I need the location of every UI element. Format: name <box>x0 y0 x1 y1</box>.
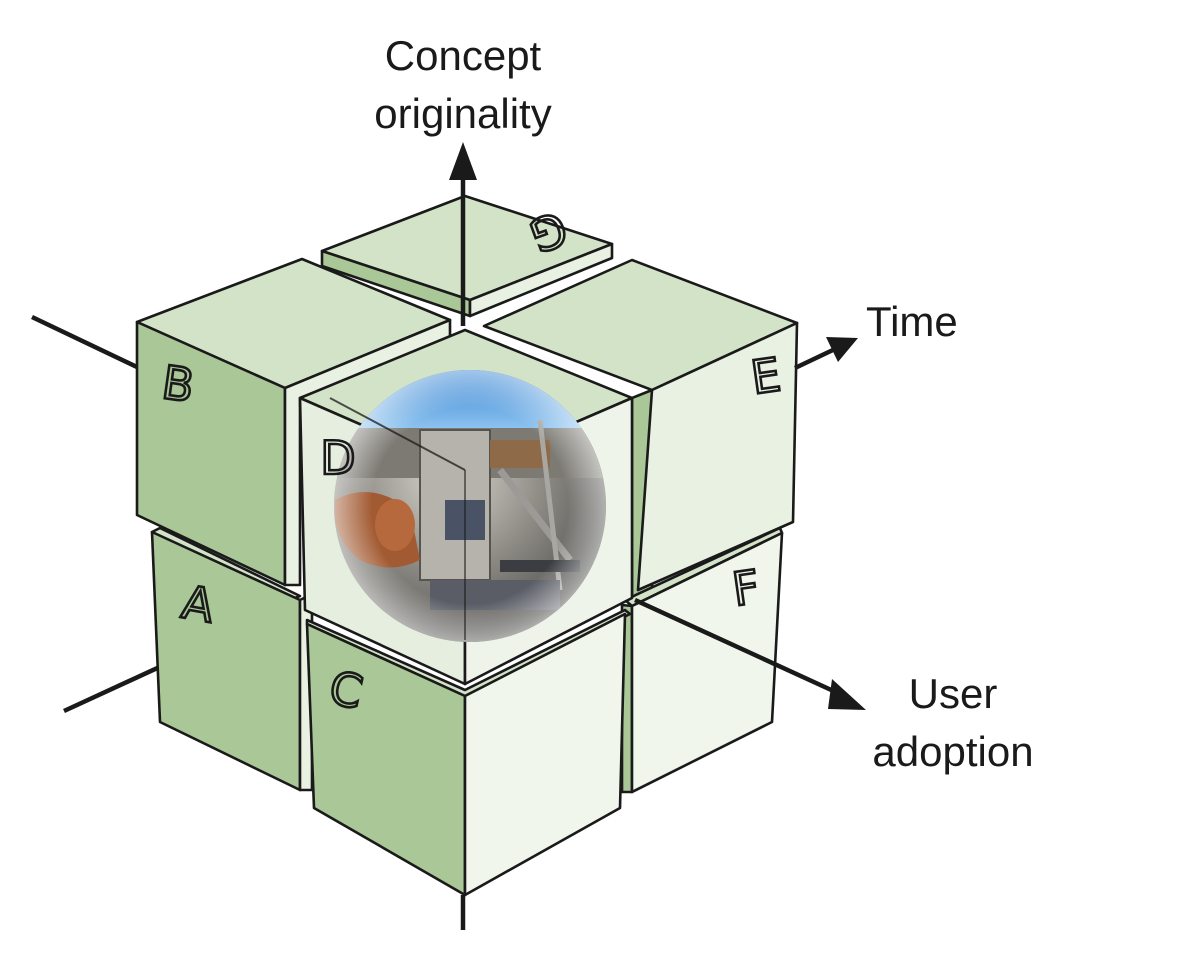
axis-vertical-label-line1: Concept <box>385 32 542 79</box>
cube-e <box>482 258 799 600</box>
cube-c <box>305 608 632 897</box>
axis-time <box>794 346 836 371</box>
robotic-milking-sphere <box>329 370 606 642</box>
axis-user-label-line2: adoption <box>872 728 1033 775</box>
axis-time-label: Time <box>866 298 958 345</box>
axis-time-arrowhead <box>826 337 858 362</box>
cube-f <box>620 526 784 794</box>
cube-a <box>150 526 314 792</box>
axis-vertical-label-line2: originality <box>374 90 551 137</box>
axis-user-arrowhead <box>828 679 866 710</box>
cube-label-d: D <box>320 431 355 485</box>
cube-g <box>320 194 614 318</box>
axis-user-label-line1: User <box>909 670 998 717</box>
axis-vertical-arrowhead <box>449 142 477 180</box>
axis-user <box>634 597 841 697</box>
